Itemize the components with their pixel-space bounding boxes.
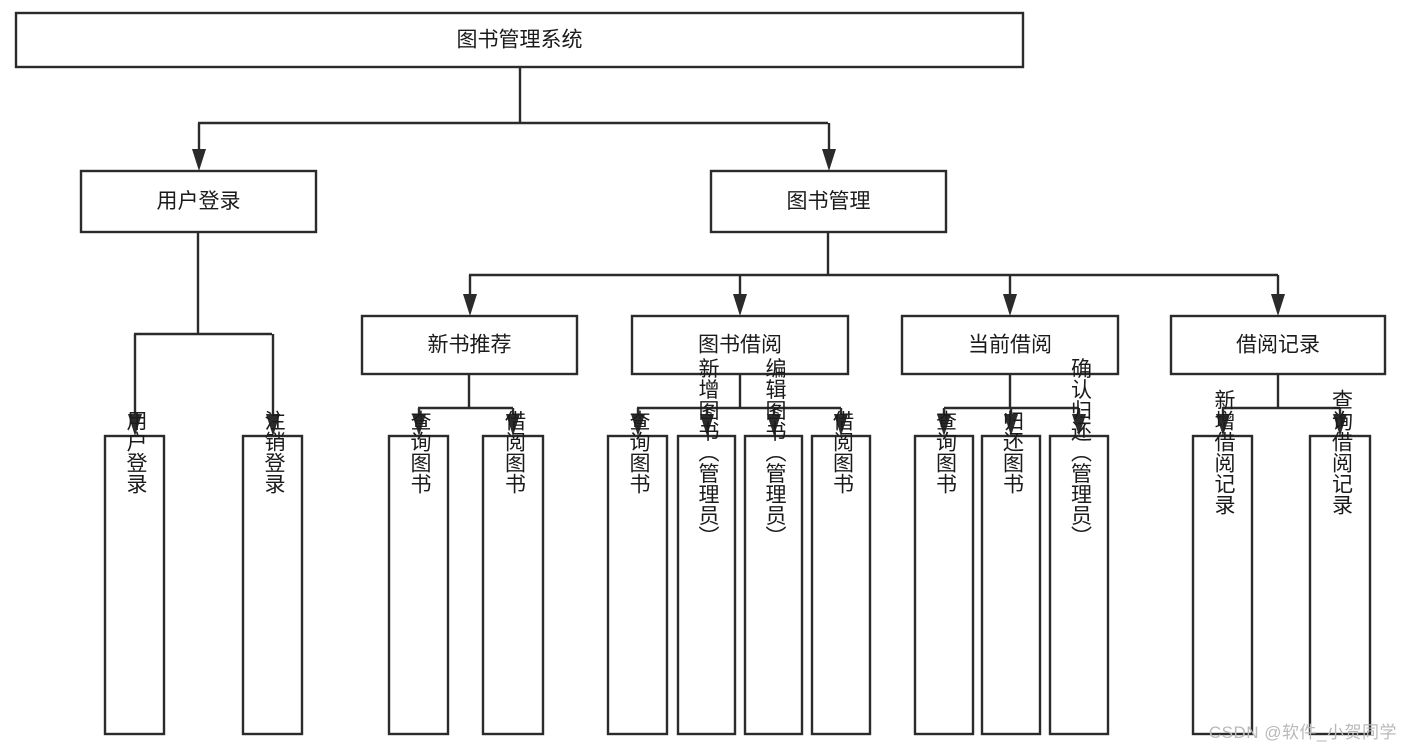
connector-bus-root	[198, 67, 828, 125]
edge-book-manage-to-new-book-rec	[463, 275, 477, 316]
node-borrow-record[interactable]: 借阅记录	[1169, 314, 1387, 376]
edge-current-borrow-to-leaf-confirm-return	[1072, 408, 1086, 436]
node-label: 借阅图书	[830, 410, 854, 494]
node-label: 查询借阅记录	[1329, 389, 1353, 515]
node-box[interactable]	[709, 169, 948, 234]
node-box[interactable]	[743, 434, 804, 736]
node-root[interactable]: 图书管理系统	[14, 11, 1025, 69]
node-box[interactable]	[810, 434, 872, 736]
connector-bus-current-borrow	[944, 374, 1079, 410]
edge-book-borrow-to-leaf-edit-book	[767, 408, 781, 436]
edge-current-borrow-to-leaf-query-book-3	[937, 408, 951, 436]
node-box[interactable]	[1048, 434, 1110, 736]
connectors-layer	[128, 67, 1347, 436]
node-box[interactable]	[103, 434, 166, 736]
node-leaf-return-book[interactable]: 归还图书	[980, 410, 1042, 736]
node-label: 确认归还（管理员）	[1068, 358, 1092, 547]
node-label: 新增图书（管理员）	[696, 358, 720, 547]
node-current-borrow[interactable]: 当前借阅	[900, 314, 1120, 376]
node-label: 编辑图书（管理员）	[763, 358, 787, 547]
edge-new-book-rec-to-leaf-query-book-1	[412, 408, 426, 436]
node-leaf-add-book[interactable]: 新增图书（管理员）	[676, 358, 737, 736]
node-label: 查询图书	[627, 410, 651, 494]
node-leaf-query-book-2[interactable]: 查询图书	[606, 410, 669, 736]
node-leaf-edit-book[interactable]: 编辑图书（管理员）	[743, 358, 804, 736]
connector-bus-borrow-record	[1222, 374, 1340, 410]
node-box[interactable]	[481, 434, 545, 736]
nodes-layer: 图书管理系统用户登录图书管理新书推荐图书借阅当前借阅借阅记录用户登录注销登录查询…	[14, 11, 1387, 736]
node-box[interactable]	[606, 434, 669, 736]
edge-current-borrow-to-leaf-return-book	[1004, 408, 1018, 436]
node-leaf-logout[interactable]: 注销登录	[241, 410, 304, 736]
node-label: 新增借阅记录	[1212, 389, 1236, 515]
node-box[interactable]	[79, 169, 318, 234]
node-leaf-add-record[interactable]: 新增借阅记录	[1191, 389, 1254, 736]
edge-book-manage-to-current-borrow	[1003, 275, 1017, 316]
edge-book-borrow-to-leaf-borrow-book-2	[834, 408, 848, 436]
node-leaf-borrow-book-1[interactable]: 借阅图书	[481, 410, 545, 736]
node-label: 图书管理	[787, 190, 871, 213]
node-label: 查询图书	[408, 410, 432, 494]
connector-bus-book-manage	[469, 232, 1278, 277]
edge-book-borrow-to-leaf-add-book	[700, 408, 714, 436]
edge-new-book-rec-to-leaf-borrow-book-1	[506, 408, 520, 436]
node-book-manage[interactable]: 图书管理	[709, 169, 948, 234]
edge-book-manage-to-book-borrow	[733, 275, 747, 316]
node-box[interactable]	[980, 434, 1042, 736]
node-box[interactable]	[360, 314, 579, 376]
connector-bus-book-borrow	[637, 374, 841, 410]
node-box[interactable]	[387, 434, 450, 736]
node-box[interactable]	[913, 434, 975, 736]
connector-bus-new-book-rec	[418, 374, 513, 410]
edge-book-borrow-to-leaf-query-book-2	[631, 408, 645, 436]
node-label: 用户登录	[124, 410, 148, 494]
edge-user-login-to-leaf-user-login	[128, 334, 142, 436]
node-box[interactable]	[1169, 314, 1387, 376]
node-label: 当前借阅	[968, 334, 1052, 357]
node-label: 图书借阅	[698, 334, 782, 357]
node-box[interactable]	[241, 434, 304, 736]
edge-user-login-to-leaf-logout	[266, 334, 280, 436]
node-leaf-confirm-return[interactable]: 确认归还（管理员）	[1048, 358, 1110, 736]
node-leaf-borrow-book-2[interactable]: 借阅图书	[810, 410, 872, 736]
node-label: 借阅记录	[1236, 334, 1320, 357]
node-label: 注销登录	[262, 410, 286, 494]
node-book-borrow[interactable]: 图书借阅	[630, 314, 850, 376]
node-label: 新书推荐	[428, 334, 512, 357]
node-label: 查询图书	[933, 410, 957, 494]
node-label: 图书管理系统	[457, 29, 583, 52]
node-leaf-user-login[interactable]: 用户登录	[103, 410, 166, 736]
edge-borrow-record-to-leaf-add-record	[1216, 408, 1230, 436]
node-box[interactable]	[630, 314, 850, 376]
node-label: 用户登录	[157, 190, 241, 213]
node-leaf-query-book-3[interactable]: 查询图书	[913, 410, 975, 736]
node-label: 归还图书	[1000, 410, 1024, 494]
node-leaf-query-book-1[interactable]: 查询图书	[387, 410, 450, 736]
node-user-login[interactable]: 用户登录	[79, 169, 318, 234]
node-label: 借阅图书	[502, 410, 526, 494]
node-box[interactable]	[676, 434, 737, 736]
node-box[interactable]	[1308, 434, 1372, 736]
node-new-book-rec[interactable]: 新书推荐	[360, 314, 579, 376]
node-box[interactable]	[1191, 434, 1254, 736]
node-leaf-query-record[interactable]: 查询借阅记录	[1308, 389, 1372, 736]
edge-book-manage-to-borrow-record	[1271, 275, 1285, 316]
edge-root-to-book-manage	[822, 123, 836, 171]
edge-borrow-record-to-leaf-query-record	[1333, 408, 1347, 436]
node-box[interactable]	[14, 11, 1025, 69]
connector-bus-user-login	[134, 232, 272, 336]
edge-root-to-user-login	[192, 123, 206, 171]
node-box[interactable]	[900, 314, 1120, 376]
